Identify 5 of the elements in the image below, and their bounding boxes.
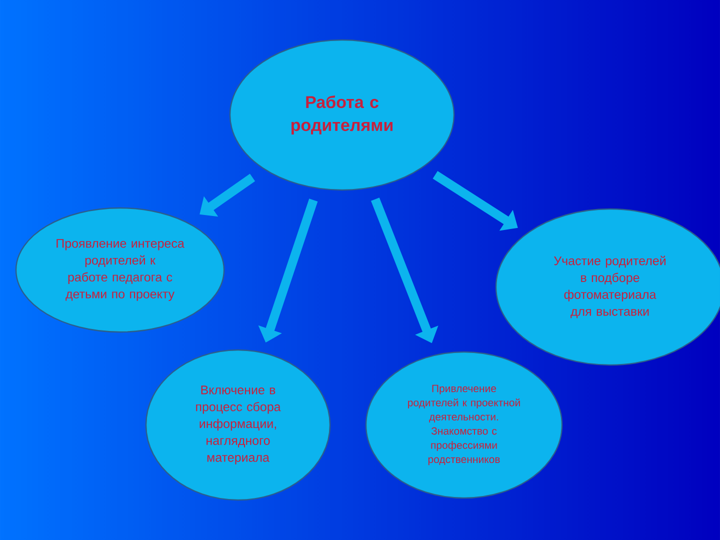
ellipse-node: Включение в процесс сбора информации, наглядного материала [145, 349, 331, 501]
ellipse-node: Работа с родителями [229, 39, 455, 191]
ellipse-node: Участие родителей в подборе фотоматериала для выставки [495, 208, 720, 366]
ellipse-node: Привлечение родителей к проектной деятельности. Знакомство с профессиями родственников [365, 351, 563, 499]
ellipse-node: Проявление интереса родителей к работе педагога с детьми по проекту [15, 207, 225, 333]
